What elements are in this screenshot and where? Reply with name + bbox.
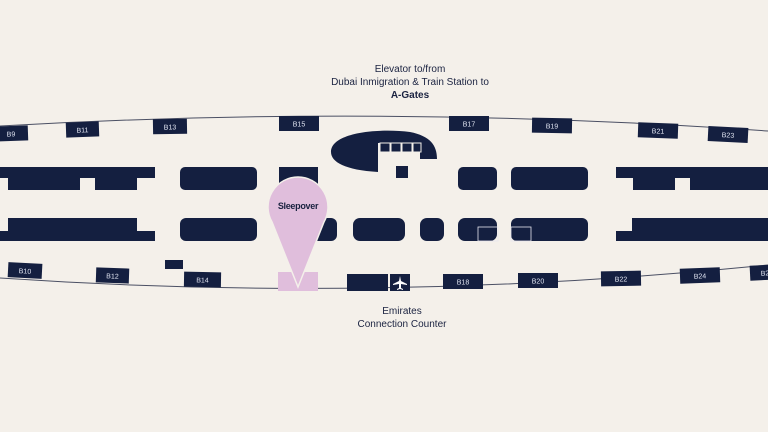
gate-label: B2 <box>761 270 768 277</box>
gate-b17[interactable]: B17 <box>449 116 489 131</box>
gate-b11[interactable]: B11 <box>65 121 100 138</box>
gate-b24[interactable]: B24 <box>679 267 721 284</box>
shop-block <box>511 218 588 241</box>
gate-label: B22 <box>615 276 628 283</box>
gate-b22[interactable]: B22 <box>600 270 642 287</box>
gate-label: B23 <box>722 132 735 140</box>
shop-block <box>458 218 497 241</box>
elevator-block <box>396 166 408 178</box>
gate-b15[interactable]: B15 <box>279 116 319 131</box>
kiosk <box>165 260 183 269</box>
gate-b21[interactable]: B21 <box>637 122 679 139</box>
gate-label: B9 <box>7 131 16 138</box>
shop-block <box>0 167 155 190</box>
elevator-area <box>331 130 437 172</box>
gate-label: B14 <box>196 277 209 284</box>
shop-block <box>616 167 768 190</box>
elevator-label: Elevator to/from <box>374 64 446 75</box>
gate-label: B19 <box>546 123 559 130</box>
gate-b2[interactable]: B2 <box>749 264 768 281</box>
gate-label: B12 <box>106 273 119 280</box>
map-pin-icon[interactable] <box>267 176 329 291</box>
shop-block <box>353 218 405 241</box>
shop-block <box>511 167 588 190</box>
gate-b13[interactable]: B13 <box>152 118 188 135</box>
connection-counter-label: Connection Counter <box>357 319 447 330</box>
gate-label: B10 <box>19 268 32 276</box>
gate-label: B24 <box>694 273 707 280</box>
elevator-label-detail: Dubai Inmigration & Train Station to <box>331 77 489 88</box>
gate-label: B13 <box>164 124 177 131</box>
gate-label: B17 <box>463 122 476 129</box>
shop-block <box>180 218 257 241</box>
gate-label: B11 <box>76 127 88 134</box>
gate-b20[interactable]: B20 <box>518 273 558 288</box>
emirates-label: Emirates <box>382 306 422 317</box>
gate-b23[interactable]: B23 <box>707 125 749 144</box>
gate-b19[interactable]: B19 <box>531 117 573 134</box>
airplane-icon <box>390 274 410 291</box>
connection-counter <box>347 274 388 291</box>
gate-b9[interactable]: B9 <box>0 125 29 142</box>
gate-label: B21 <box>652 128 665 135</box>
shop-block <box>180 167 257 190</box>
shop-block <box>616 218 768 241</box>
gate-b18[interactable]: B18 <box>443 274 483 289</box>
shop-block <box>0 218 155 241</box>
a-gates-label: A-Gates <box>390 90 430 101</box>
gate-label: B20 <box>532 279 545 286</box>
gate-label: B15 <box>293 122 306 129</box>
gate-b12[interactable]: B12 <box>95 267 130 284</box>
gate-label: B18 <box>457 280 470 287</box>
gate-b14[interactable]: B14 <box>183 271 222 288</box>
sleepover-label[interactable]: Sleepover <box>277 201 319 211</box>
gate-b10[interactable]: B10 <box>7 262 43 279</box>
shop-block <box>458 167 497 190</box>
shop-block <box>420 218 444 241</box>
